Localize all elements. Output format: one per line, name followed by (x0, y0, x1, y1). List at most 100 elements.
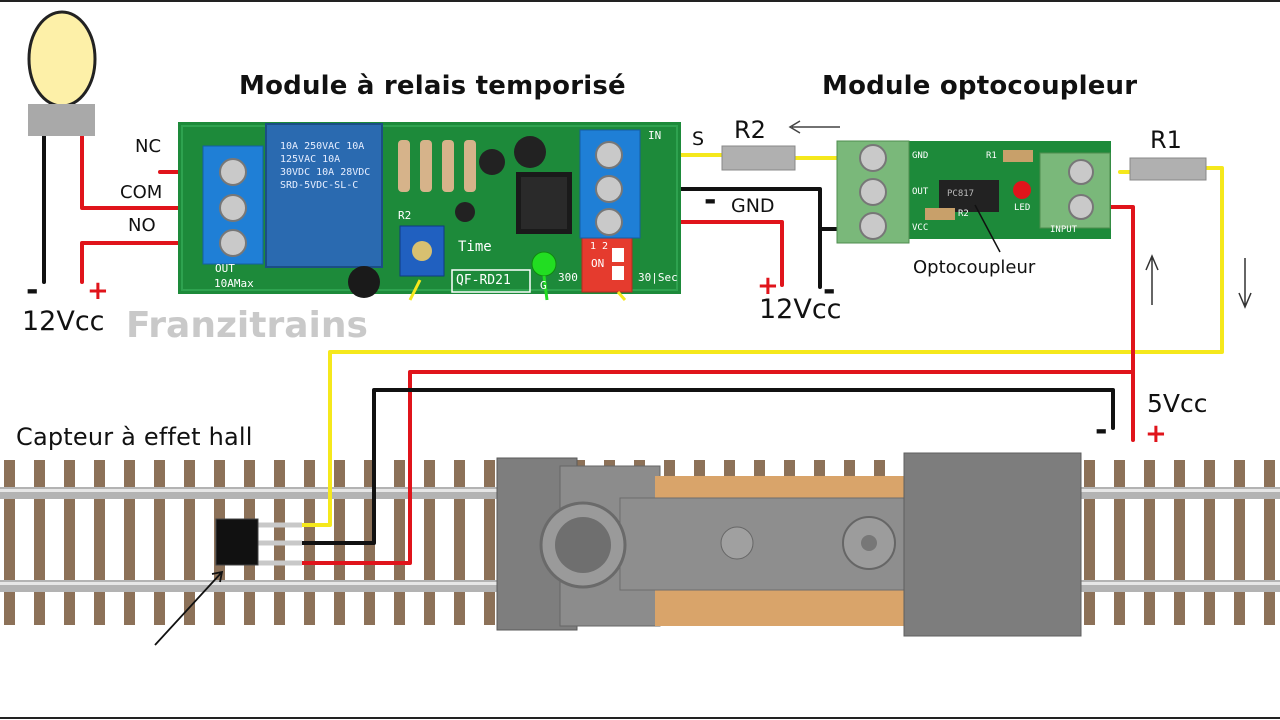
bulb-glass (27, 10, 97, 108)
range-300: 300 (558, 271, 578, 284)
track-tie (1234, 460, 1245, 625)
relay-model-label: QF-RD21 (456, 273, 511, 288)
screw-s (595, 141, 623, 169)
track-tie (184, 460, 195, 625)
lamp-minus-sign: - (26, 273, 39, 308)
relay-resistor-3 (442, 140, 454, 192)
screw-nc (219, 158, 247, 186)
wire-lamp-com (80, 133, 207, 210)
opto-screw-vcc (859, 212, 887, 240)
wire-gnd (636, 187, 822, 289)
label-com: COM (120, 182, 163, 203)
relay-in-label: IN (648, 129, 662, 142)
wire-sensor-minus (300, 388, 1115, 545)
opto-r1-silk: R1 (986, 151, 997, 161)
track-tie (94, 460, 105, 625)
label-gnd: GND (731, 195, 775, 217)
relay-dip-switch (581, 237, 633, 293)
screw-gnd (595, 175, 623, 203)
opto-screw-in-2 (1068, 194, 1094, 220)
track-tie (454, 460, 465, 625)
opto-r1-chip (1003, 150, 1033, 162)
relay-pot-pointer (408, 279, 422, 301)
optocoupler-pointer (974, 204, 1001, 253)
dip-toggle-2 (612, 266, 624, 280)
opto-chip-label: PC817 (947, 189, 975, 199)
optocoupler-module (836, 140, 1111, 253)
range-30: 30|Sec (638, 271, 678, 284)
wire-no-supply (80, 241, 207, 284)
track-tie (64, 460, 75, 625)
label-nc: NC (135, 136, 162, 157)
sensor-minus-sign: - (1095, 413, 1108, 448)
wire-opto-5v (1103, 205, 1135, 442)
relay-ic-face (521, 177, 567, 229)
track-tie (484, 460, 495, 625)
watermark: Franzitrains (126, 305, 368, 346)
lamp-plus-sign: + (87, 276, 109, 306)
opto-led (1013, 181, 1031, 199)
opto-r2-chip (925, 208, 955, 220)
bulb-base (28, 104, 95, 136)
relay-transistor (348, 266, 380, 298)
opto-out-silk: OUT (912, 187, 929, 197)
resistor-r2 (721, 145, 796, 171)
relay-rating-label: 10AMax (214, 277, 254, 290)
opto-gnd-silk: GND (912, 151, 929, 161)
screw-com (219, 194, 247, 222)
down-arrow (1238, 258, 1252, 309)
sensor-pointer-arrow (154, 570, 224, 646)
relay-potentiometer-screw (412, 241, 432, 261)
opto-module-title: Module optocoupleur (822, 71, 1138, 101)
relay-plus-sign: + (757, 271, 779, 301)
label-optocoupler: Optocoupleur (913, 257, 1036, 278)
relay-model-box (451, 269, 531, 293)
relay-g-label: G (540, 279, 547, 292)
relay-out-label: OUT (215, 262, 235, 275)
relay-resistor-1 (398, 140, 410, 192)
track-tie (124, 460, 135, 625)
screw-no (219, 229, 247, 257)
track-tie (1114, 460, 1125, 625)
track-tie (1144, 460, 1155, 625)
up-arrow (1145, 254, 1159, 305)
relay-body (265, 123, 383, 268)
wire-relay-plus (636, 220, 784, 287)
track-tie (1084, 460, 1095, 625)
relay-pcb-edge (181, 125, 678, 291)
label-relay-supply: 12Vcc (759, 294, 842, 325)
opto-led-silk: LED (1014, 203, 1031, 213)
locomotive (496, 452, 1082, 637)
loco-chimney (555, 517, 611, 573)
relay-dip-pointer (616, 291, 627, 301)
resistor-r1 (1129, 157, 1207, 181)
wire-sensor-signal (300, 166, 1224, 527)
wires (42, 133, 1224, 565)
gnd-minus-sign: - (704, 183, 717, 218)
track-tie (424, 460, 435, 625)
loco-cab-dome-cap (861, 535, 877, 551)
screw-vplus (595, 208, 623, 236)
track-tie (4, 460, 15, 625)
light-bulb-icon (27, 10, 97, 136)
label-s: S (692, 128, 705, 150)
dip-numbers: 1 2 (590, 241, 609, 252)
sensor-body (215, 518, 259, 566)
sensor-legs (258, 522, 302, 566)
relay-led (531, 251, 557, 277)
wire-sensor-plus (300, 370, 1135, 565)
relay-time-label: Time (458, 239, 492, 255)
hall-sensor (154, 518, 302, 646)
track-tie (394, 460, 405, 625)
relay-capacitor-1 (479, 149, 505, 175)
track-tie (34, 460, 45, 625)
relay-r2-silk: R2 (398, 209, 412, 222)
opto-r2-silk: R2 (958, 209, 969, 219)
relay-module-title: Module à relais temporisé (239, 71, 626, 101)
opto-screw-gnd (859, 178, 887, 206)
relay-spec-text: 10A 250VAC 10A 125VAC 10A 30VDC 10A 28VD… (280, 141, 371, 191)
relay-transistor-2 (455, 202, 475, 222)
relay-resistor-2 (420, 140, 432, 192)
